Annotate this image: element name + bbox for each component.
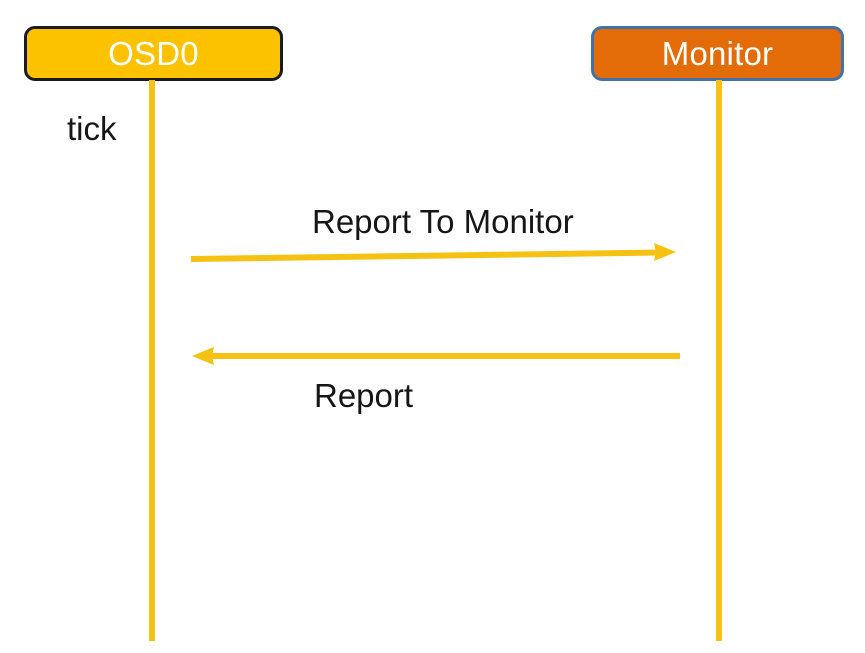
participant-box-osd0[interactable]: OSD0: [24, 26, 283, 81]
message-arrow-report[interactable]: [192, 347, 680, 365]
message-label-report-to-monitor: Report To Monitor: [312, 203, 574, 240]
message-arrow-report-to-monitor-line: [190, 249, 661, 262]
participant-box-monitor[interactable]: Monitor: [591, 26, 844, 81]
participant-label-monitor: Monitor: [661, 35, 774, 72]
message-label-report: Report: [314, 377, 414, 414]
participant-label-osd0: OSD0: [108, 35, 199, 72]
message-arrow-report-to-monitor-head: [654, 243, 676, 261]
lifeline-monitor: [716, 80, 722, 641]
self-event-label-tick: tick: [67, 110, 117, 147]
lifeline-osd0: [149, 80, 155, 641]
message-arrow-report-to-monitor[interactable]: [190, 243, 676, 262]
message-arrow-report-head: [192, 347, 214, 365]
